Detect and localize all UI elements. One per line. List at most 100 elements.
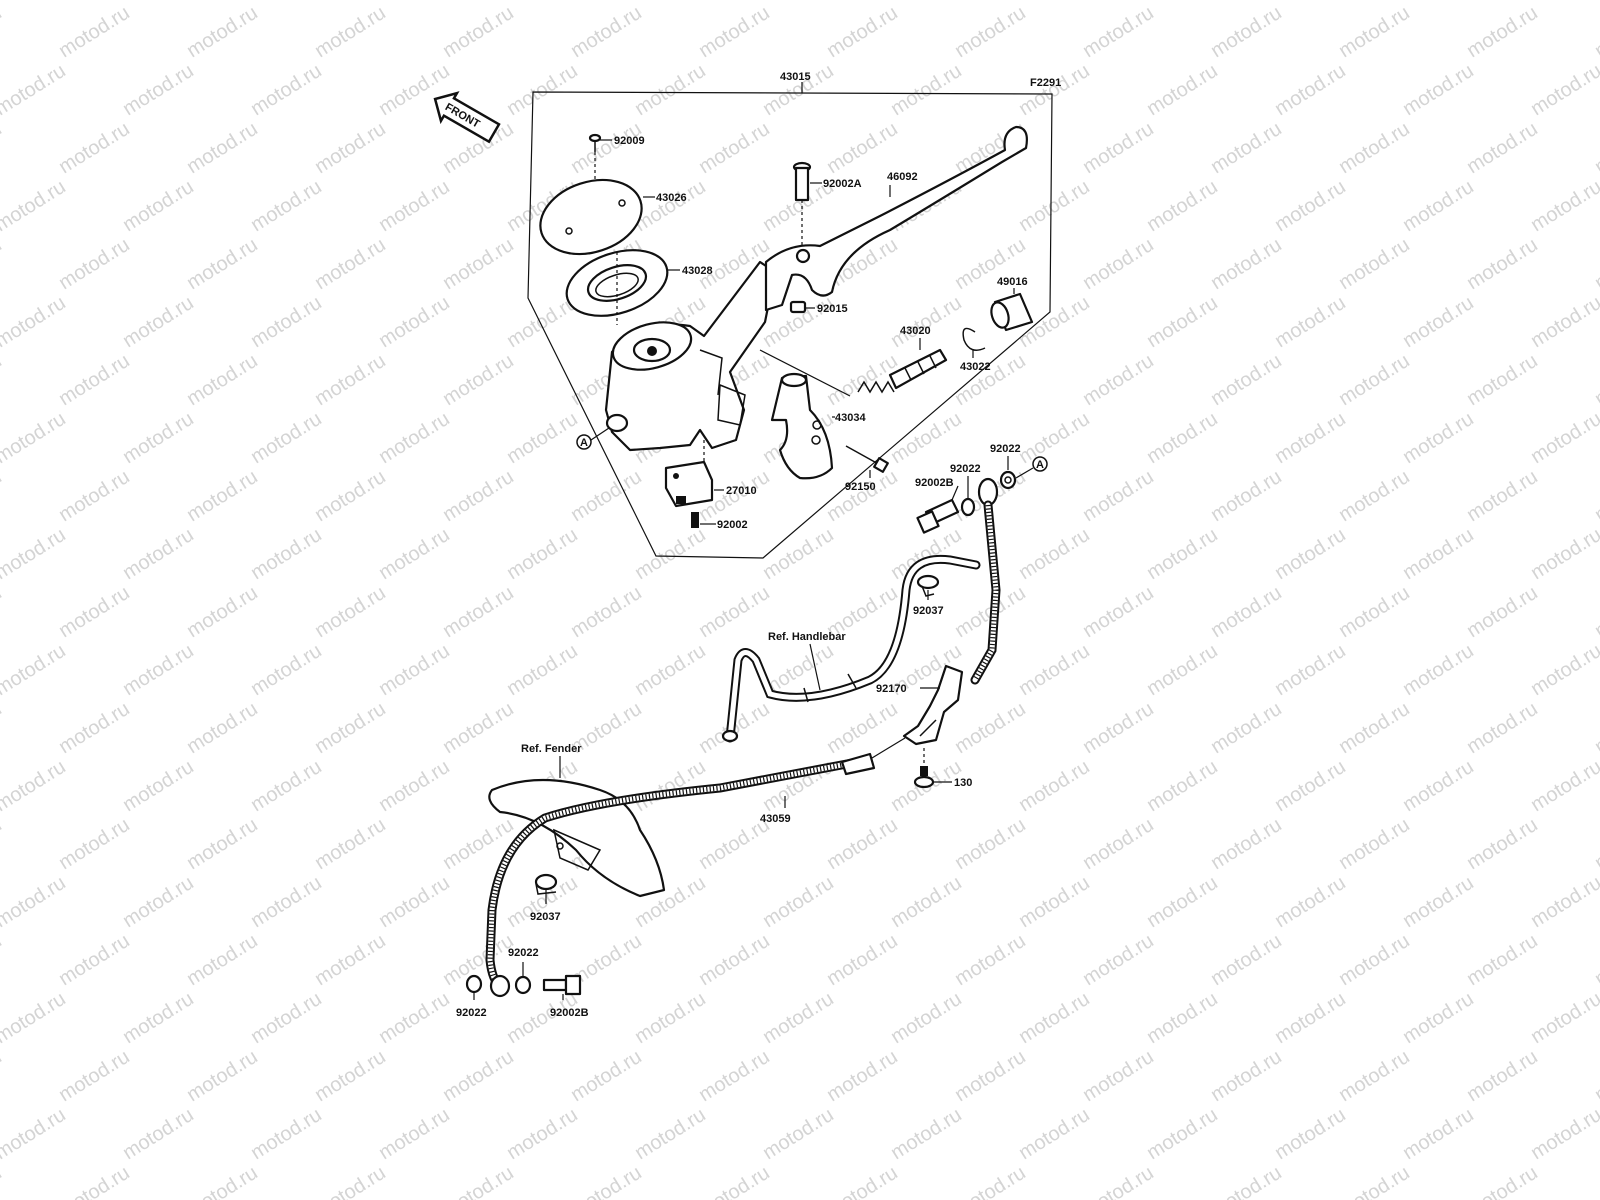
watermark-text: motod.ru xyxy=(1207,1162,1286,1200)
watermark-text: motod.ru xyxy=(247,292,326,352)
callout-washer-top-right: 92022 xyxy=(990,443,1021,455)
watermark-text: motod.ru xyxy=(0,1162,6,1200)
bracket-bolt xyxy=(913,748,935,789)
watermark-text: motod.ru xyxy=(567,118,646,178)
leader-handlebar xyxy=(809,643,821,691)
watermark-text: motod.ru xyxy=(1143,408,1222,468)
watermark-text: motod.ru xyxy=(1143,524,1222,584)
watermark-text: motod.ru xyxy=(1143,1104,1222,1164)
watermark-text: motod.ru xyxy=(1527,60,1600,120)
watermark-text: motod.ru xyxy=(1463,2,1542,62)
watermark-text: motod.ru xyxy=(119,292,198,352)
watermark-text: motod.ru xyxy=(1271,176,1350,236)
leader-ref-a-right xyxy=(1015,467,1034,479)
watermark-text: motod.ru xyxy=(1207,1046,1286,1106)
callout-diaphragm: 43028 xyxy=(682,265,713,277)
watermark-text: motod.ru xyxy=(183,466,262,526)
switch-screw xyxy=(691,512,699,528)
watermark-text: motod.ru xyxy=(1463,698,1542,758)
watermark-text: motod.ru xyxy=(0,2,6,62)
watermark-text: motod.ru xyxy=(823,350,902,410)
watermark-text: motod.ru xyxy=(1271,640,1350,700)
watermark-text: motod.ru xyxy=(1335,582,1414,642)
handlebar xyxy=(721,554,981,743)
watermark-text: motod.ru xyxy=(311,466,390,526)
callout-washer-bottom-left: 92022 xyxy=(456,1007,487,1019)
watermark-text: motod.ru xyxy=(1591,582,1600,642)
watermark-text: motod.ru xyxy=(631,524,710,584)
watermark-text: motod.ru xyxy=(823,1162,902,1200)
watermark-text: motod.ru xyxy=(375,988,454,1048)
watermark-text: motod.ru xyxy=(0,1104,70,1164)
hose-clamp-handlebar xyxy=(916,574,940,597)
watermark-text: motod.ru xyxy=(183,930,262,990)
watermark-text: motod.ru xyxy=(1015,408,1094,468)
watermark-text: motod.ru xyxy=(695,1046,774,1106)
watermark-text: motod.ru xyxy=(887,988,966,1048)
watermark-text: motod.ru xyxy=(183,814,262,874)
watermark-text: motod.ru xyxy=(951,350,1030,410)
watermark-text: motod.ru xyxy=(1143,0,1222,4)
watermark-text: motod.ru xyxy=(439,582,518,642)
watermark-text: motod.ru xyxy=(1271,872,1350,932)
piston-axis-line xyxy=(759,349,851,397)
callout-brake-hose: 43059 xyxy=(760,813,791,825)
watermark-text: motod.ru xyxy=(183,1046,262,1106)
callout-switch: 27010 xyxy=(726,485,757,497)
watermark-text: motod.ru xyxy=(1399,0,1478,4)
circlip xyxy=(962,327,986,351)
watermark-text: motod.ru xyxy=(1079,1162,1158,1200)
ref-mark-a-left-label: A xyxy=(580,437,588,449)
callout-banjo-bolt-top: 92002B xyxy=(915,477,954,489)
watermark-text: motod.ru xyxy=(1463,814,1542,874)
watermark-text: motod.ru xyxy=(311,118,390,178)
watermark-text: motod.ru xyxy=(1527,524,1600,584)
washer-bottom-top xyxy=(514,975,532,995)
watermark-text: motod.ru xyxy=(1271,292,1350,352)
watermark-text: motod.ru xyxy=(1015,1104,1094,1164)
watermark-text: motod.ru xyxy=(183,582,262,642)
watermark-text: motod.ru xyxy=(119,872,198,932)
watermark-text: motod.ru xyxy=(0,814,6,874)
reservoir-cap xyxy=(539,178,643,256)
callout-nut: 92015 xyxy=(817,303,848,315)
watermark-text: motod.ru xyxy=(887,60,966,120)
watermark-text: motod.ru xyxy=(759,524,838,584)
watermark-text: motod.ru xyxy=(119,640,198,700)
watermark-text: motod.ru xyxy=(375,0,454,4)
watermark-text: motod.ru xyxy=(951,1162,1030,1200)
watermark-text: motod.ru xyxy=(375,408,454,468)
watermark-text: motod.ru xyxy=(1591,118,1600,178)
watermark-text: motod.ru xyxy=(1015,0,1094,4)
washer-top-left xyxy=(960,497,976,517)
ref-mark-a-left xyxy=(576,434,592,450)
watermark-text: motod.ru xyxy=(119,60,198,120)
pivot-bolt xyxy=(792,161,812,248)
callout-pivot-bolt: 92002A xyxy=(823,178,862,190)
watermark-text: motod.ru xyxy=(1271,524,1350,584)
watermark-text: motod.ru xyxy=(1591,466,1600,526)
watermark-text: motod.ru xyxy=(887,0,966,4)
watermark-text: motod.ru xyxy=(887,1104,966,1164)
watermark-text: motod.ru xyxy=(0,582,6,642)
watermark-text: motod.ru xyxy=(1015,524,1094,584)
watermark-text: motod.ru xyxy=(1143,872,1222,932)
watermark-text: motod.ru xyxy=(503,0,582,4)
watermark-text: motod.ru xyxy=(631,0,710,4)
callout-clamp: 43034 xyxy=(835,412,866,424)
watermark-text: motod.ru xyxy=(823,1046,902,1106)
watermark-text: motod.ru xyxy=(311,814,390,874)
watermark-text: motod.ru xyxy=(1335,698,1414,758)
watermark-text: motod.ru xyxy=(503,524,582,584)
callout-cap: 43026 xyxy=(656,192,687,204)
watermark-text: motod.ru xyxy=(0,466,6,526)
watermark-text: motod.ru xyxy=(55,1046,134,1106)
watermark-text: motod.ru xyxy=(1335,1162,1414,1200)
watermark-text: motod.ru xyxy=(1335,466,1414,526)
watermark-text: motod.ru xyxy=(1591,1162,1600,1200)
watermark-text: motod.ru xyxy=(759,60,838,120)
watermark-text: motod.ru xyxy=(119,756,198,816)
hose-bracket-link xyxy=(871,737,906,759)
watermark-text: motod.ru xyxy=(695,2,774,62)
